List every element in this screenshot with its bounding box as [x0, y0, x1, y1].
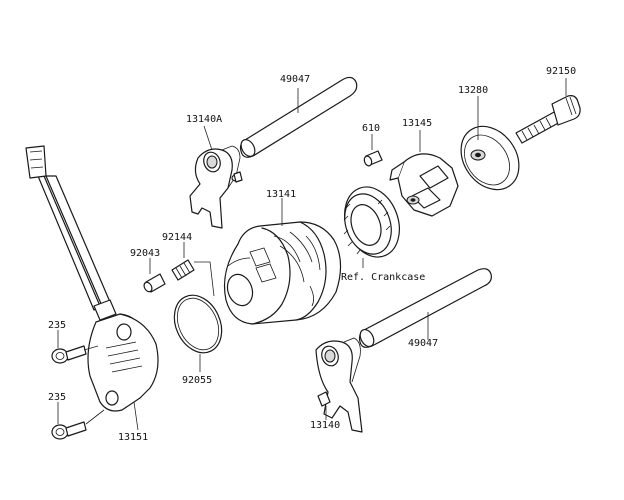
- label-92144: 92144: [162, 232, 192, 243]
- bearing: [343, 186, 400, 258]
- shift-fork-upper: [189, 145, 243, 229]
- shift-fork-rod-upper: [239, 76, 358, 158]
- pin-610: [363, 150, 383, 167]
- label-92055: 92055: [182, 375, 212, 386]
- screw-235-lower: [51, 421, 87, 440]
- label-13280: 13280: [458, 85, 488, 96]
- shift-drum-13141: [223, 221, 342, 325]
- label-235-upper: 235: [48, 320, 66, 331]
- screw-235-upper: [51, 345, 87, 364]
- label-92043: 92043: [130, 248, 160, 259]
- shift-fork-lower: [315, 337, 363, 433]
- label-ref-crankcase: Ref. Crankcase: [341, 272, 425, 283]
- label-13145: 13145: [402, 118, 432, 129]
- label-13151: 13151: [118, 432, 148, 443]
- label-13140A: 13140A: [186, 114, 222, 125]
- label-92150: 92150: [546, 66, 576, 77]
- pin-92043: [143, 273, 166, 293]
- plate-13280: [460, 125, 520, 191]
- shift-fork-rod-lower: [358, 268, 492, 348]
- label-235-lower: 235: [48, 392, 66, 403]
- label-13140: 13140: [310, 420, 340, 431]
- o-ring-92055: [173, 294, 223, 354]
- holder-13151: [87, 313, 159, 412]
- bolt-92150: [515, 95, 581, 144]
- label-49047-lower: 49047: [408, 338, 438, 349]
- label-49047-upper: 49047: [280, 74, 310, 85]
- spring-92144: [171, 259, 215, 297]
- shift-shaft-assembly: [25, 145, 117, 321]
- label-13141: 13141: [266, 189, 296, 200]
- cam-13145: [389, 153, 459, 217]
- label-610: 610: [362, 123, 380, 134]
